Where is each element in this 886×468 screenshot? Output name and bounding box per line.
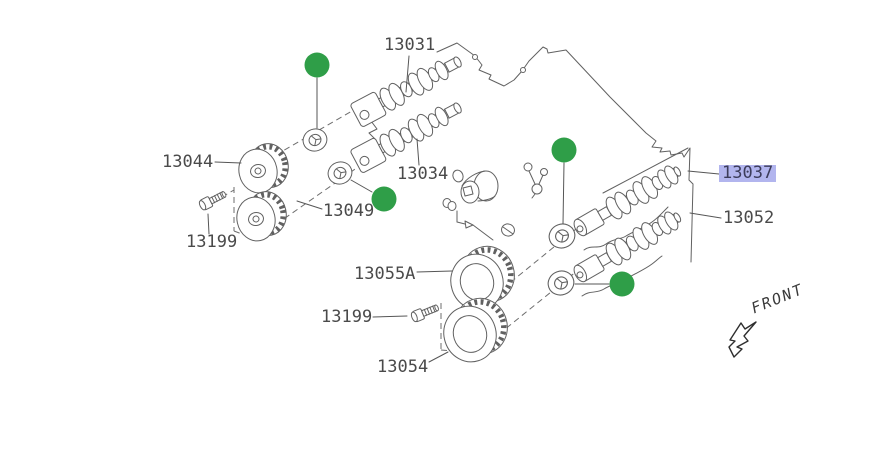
woodruff-key-part xyxy=(501,223,515,237)
part-label-13054[interactable]: 13054 xyxy=(377,357,429,377)
cam-seal-2 xyxy=(324,158,356,188)
rocker-bracket-part xyxy=(523,162,548,199)
half-moon-clip xyxy=(442,169,464,211)
part-label-13031[interactable]: 13031 xyxy=(384,35,436,55)
part-label-13199-upper[interactable]: 13199 xyxy=(186,232,238,252)
part-label-13037-highlighted[interactable]: 13037 xyxy=(719,165,777,182)
part-label-13044[interactable]: 13044 xyxy=(162,152,214,172)
marker-dot-2 xyxy=(371,186,397,212)
front-direction-arrow-icon xyxy=(728,321,757,358)
cam-seal-4 xyxy=(544,266,578,300)
marker-lines xyxy=(316,77,610,285)
marker-dot-3 xyxy=(551,137,577,163)
bolt-13199-upper xyxy=(197,188,229,212)
cam-seal-1 xyxy=(299,125,331,155)
plug-cylinder-part xyxy=(460,170,499,204)
pulley-13054-drawing xyxy=(435,292,515,369)
marker-dot-4 xyxy=(609,271,635,297)
sprocket-13044-lower xyxy=(232,188,291,244)
part-label-13052[interactable]: 13052 xyxy=(723,208,775,228)
bolt-13199-lower xyxy=(409,301,441,324)
part-label-13034[interactable]: 13034 xyxy=(397,164,449,184)
label-leader-lines xyxy=(207,55,722,363)
part-label-13055A[interactable]: 13055A xyxy=(354,264,416,284)
marker-dot-1 xyxy=(304,52,330,78)
position-pointer-arrow xyxy=(456,210,494,241)
part-label-13199-lower[interactable]: 13199 xyxy=(321,307,373,327)
sprocket-13044-upper xyxy=(234,140,293,196)
engine-head-outline xyxy=(368,42,694,297)
part-label-13049[interactable]: 13049 xyxy=(323,201,375,221)
cam-seal-3 xyxy=(545,219,579,253)
